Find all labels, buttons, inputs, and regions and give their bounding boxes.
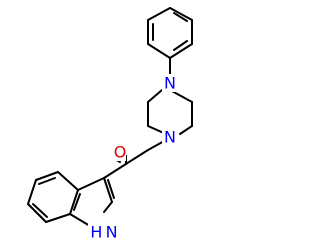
indole-ring: [27, 171, 115, 227]
piperazine-nitrogen-top-label: N: [164, 74, 176, 93]
piperazine-ring: [147, 57, 193, 135]
chemical-structure: O N N H N: [27, 7, 193, 242]
phenyl-ring: [147, 7, 193, 59]
piperazine-nitrogen-bottom-label: N: [164, 128, 176, 147]
carbonyl-oxygen-label: O: [114, 143, 127, 162]
indole-nh-label: H N: [90, 223, 117, 242]
